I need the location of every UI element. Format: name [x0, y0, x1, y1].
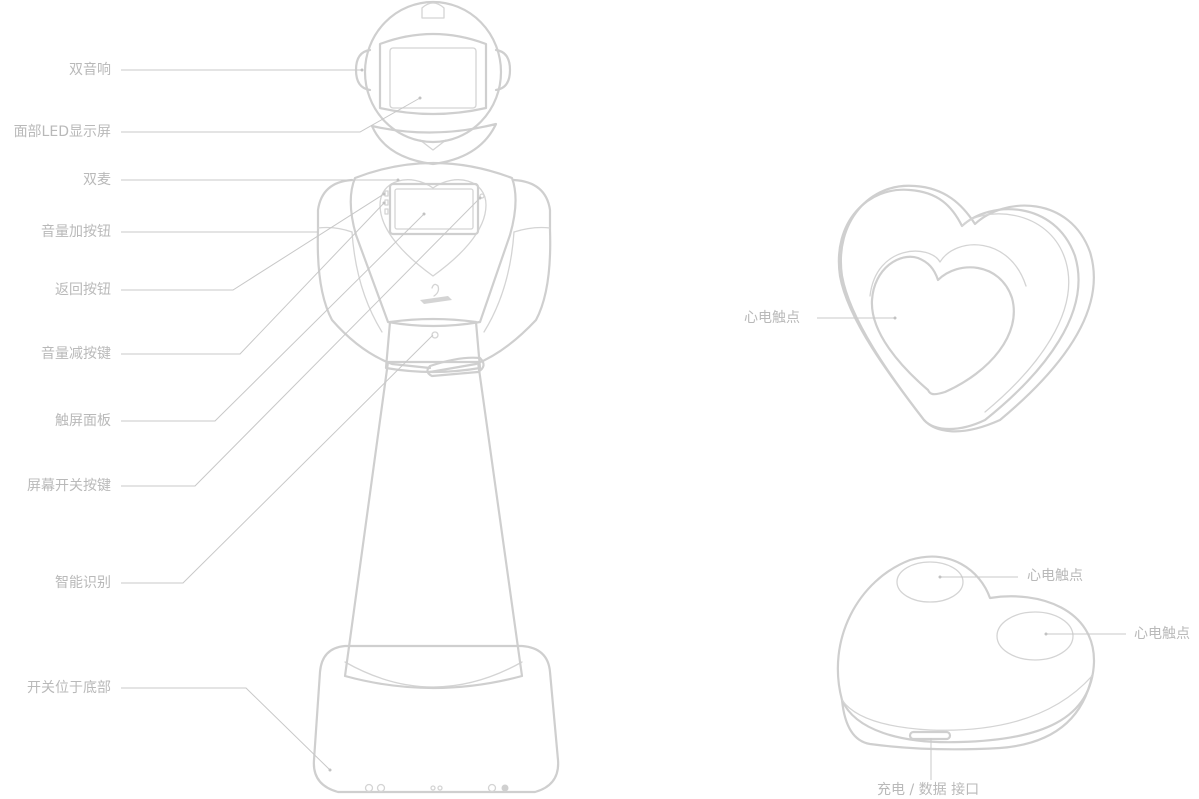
base-port-1 [366, 785, 373, 792]
label-back-button: 返回按钮 [55, 281, 111, 299]
robot-collar [372, 124, 496, 164]
robot-head [365, 2, 501, 142]
label-dual-speakers: 双音响 [69, 61, 111, 79]
face-led-screen [390, 48, 476, 108]
back-key [385, 200, 388, 205]
robot-leader-lines [121, 69, 482, 772]
heart-top-seam [842, 676, 1092, 730]
left-inner-arm [352, 232, 382, 332]
robot-right-arm [430, 180, 550, 372]
volume-down-key [385, 209, 388, 214]
left-shoulder-seam [318, 228, 352, 233]
base-power-switch [502, 785, 509, 792]
touch-screen-inner [395, 189, 473, 229]
base-port-3 [431, 786, 435, 790]
chest-heart-panel [380, 180, 486, 276]
heart-contact-top-1 [897, 562, 963, 602]
heart-top-lower-rim [842, 676, 1092, 749]
label-dual-mics: 双麦 [83, 171, 111, 189]
heart-contact-rim [870, 245, 1026, 296]
heart-contact-top-2 [997, 612, 1073, 660]
label-screen-switch-button: 屏幕开关按键 [27, 477, 111, 495]
label-power-switch-bottom: 开关位于底部 [27, 679, 111, 697]
face-visor [380, 34, 486, 114]
robot-logo [420, 284, 452, 304]
right-shoulder-seam [514, 228, 550, 233]
label-heart-contact-front: 心电触点 [744, 309, 800, 327]
label-touch-panel: 触屏面板 [55, 412, 111, 430]
volume-up-key [385, 191, 388, 196]
label-heart-contact-top-2: 心电触点 [1134, 625, 1190, 643]
label-smart-recognition: 智能识别 [55, 574, 111, 592]
label-charge-data-port: 充电 / 数据 接口 [877, 781, 979, 799]
label-face-led-screen: 面部LED显示屏 [14, 123, 111, 141]
charge-port [910, 732, 950, 739]
base-port-5 [489, 785, 496, 792]
right-speaker [496, 50, 510, 90]
heart-contact-front [872, 257, 1014, 394]
touch-screen [390, 184, 478, 234]
label-volume-up-button: 音量加按钮 [41, 223, 111, 241]
label-volume-down-button: 音量减按键 [41, 345, 111, 363]
heart-front-shell [839, 190, 1079, 429]
heart-device-top [838, 557, 1126, 780]
robot-left-arm [318, 180, 430, 368]
head-antenna [422, 3, 444, 18]
robot-skirt [345, 362, 522, 688]
robot-illustration [314, 2, 558, 792]
base-port-2 [378, 785, 385, 792]
base-port-4 [438, 786, 442, 790]
label-heart-contact-top-1: 心电触点 [1027, 567, 1083, 585]
right-inner-arm [484, 232, 514, 332]
heart-device-front [817, 186, 1094, 432]
heart-shell-edge [962, 214, 1069, 412]
